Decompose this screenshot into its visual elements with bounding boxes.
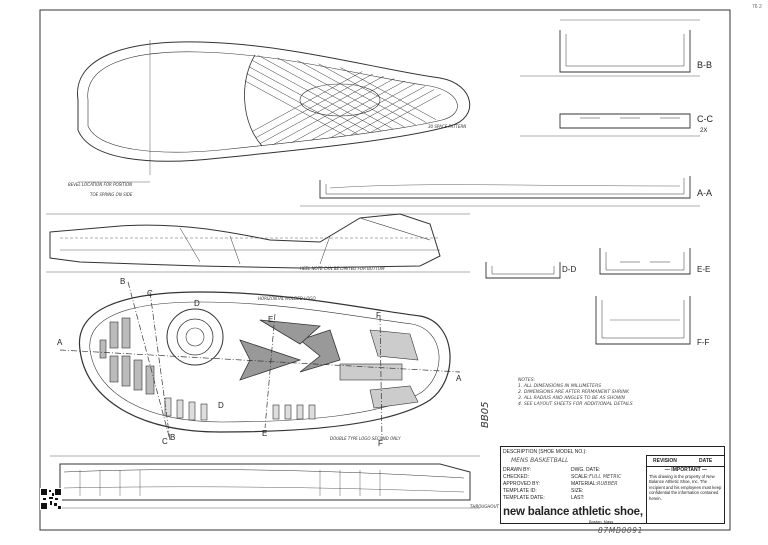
approved-by-label: APPROVED BY: bbox=[503, 481, 540, 487]
notes-line: 2. DIMENSIONS ARE AFTER PERMANENT SHRINK bbox=[518, 390, 629, 395]
marker-a-right: A bbox=[456, 374, 462, 383]
scale-label: SCALE: bbox=[571, 474, 589, 480]
checked-label: CHECKED: bbox=[503, 474, 529, 480]
template-date-label: TEMPLATE DATE: bbox=[503, 495, 545, 501]
section-cc-drawing bbox=[520, 113, 700, 137]
section-cc-scale: 2X bbox=[700, 128, 707, 134]
pattern-note: 30 SPACE PATTERN bbox=[428, 124, 466, 129]
notes-line: 1. ALL DIMENSIONS IN MILLIMETERS bbox=[518, 384, 602, 389]
toe-spring-note: TOE SPRING ON SIDE bbox=[90, 192, 133, 197]
notes-line: 3. ALL RADIUS AND ANGLES TO BE AS SHOWN bbox=[518, 396, 625, 401]
material-value: RUBBER bbox=[597, 481, 618, 487]
marker-b-top: B bbox=[120, 277, 125, 286]
confidentiality-notice: — IMPORTANT — This drawing is the proper… bbox=[649, 467, 723, 502]
top-view-outline bbox=[77, 40, 471, 183]
page-corner-mark: 76 2 bbox=[752, 4, 762, 10]
section-ee-label: E-E bbox=[697, 265, 710, 274]
marker-f-bottom: F bbox=[378, 439, 383, 448]
company-location: Boston, Mass bbox=[589, 519, 614, 524]
dwg-date-label: DWG. DATE: bbox=[571, 467, 601, 473]
section-dd-label: D-D bbox=[562, 265, 576, 274]
section-ee-drawing bbox=[599, 248, 691, 275]
important-title: — IMPORTANT — bbox=[664, 467, 708, 473]
qr-code-icon bbox=[40, 488, 62, 510]
description-label: DESCRIPTION (SHOE MODEL NO.): bbox=[503, 449, 587, 455]
drawing-number: 87MB0091 bbox=[598, 526, 644, 535]
marker-a-left: A bbox=[57, 338, 63, 347]
section-bb-drawing bbox=[520, 19, 700, 77]
marker-b-bottom: B bbox=[170, 433, 175, 442]
marker-c-bottom: C bbox=[162, 437, 168, 446]
drawn-by-label: DRAWN BY: bbox=[503, 467, 531, 473]
revision-header: REVISION DATE bbox=[647, 456, 724, 467]
important-text: This drawing is the property of New Bala… bbox=[649, 473, 722, 501]
last-label: LAST: bbox=[571, 495, 585, 501]
company-brand: new balance athletic shoe, inc. bbox=[503, 506, 665, 518]
tread-note: THROUGHOUT bbox=[470, 504, 499, 509]
outsole-bottom-view bbox=[59, 281, 461, 441]
revision-block: REVISION DATE — IMPORTANT — This drawing… bbox=[646, 455, 725, 524]
scale-value: FULL METRIC bbox=[589, 474, 622, 480]
marker-d-top: D bbox=[194, 299, 200, 308]
notes-title: NOTES: bbox=[518, 378, 536, 383]
size-label: SIZE: bbox=[571, 488, 584, 494]
lower-side-view bbox=[50, 455, 480, 509]
outsole-section-markers: A A B B C C D D E E F F bbox=[57, 277, 462, 448]
date-label: DATE bbox=[699, 458, 713, 464]
description-value: MENS BASKETBALL bbox=[511, 457, 569, 464]
medial-note: HORIZONTAL MOLDED LOGO bbox=[258, 296, 316, 301]
marker-d-bottom: D bbox=[218, 401, 224, 410]
side-profile-view bbox=[46, 213, 470, 273]
revision-label: REVISION bbox=[653, 458, 677, 464]
section-bb-label: B-B bbox=[697, 60, 712, 70]
heel-position-note: BEVEL LOCATION FOR POSITION bbox=[68, 182, 132, 187]
notes-line: 4. SEE LAYOUT SHEETS FOR ADDITIONAL DETA… bbox=[518, 402, 633, 407]
marker-c-top: C bbox=[147, 289, 153, 298]
section-dd-drawing bbox=[485, 262, 561, 279]
marker-e-bottom: E bbox=[262, 429, 267, 438]
section-ff-drawing bbox=[595, 296, 691, 345]
side-annotation: BB05 bbox=[480, 402, 491, 428]
section-aa-drawing bbox=[300, 176, 700, 207]
heel-note: HEEL NOTE CAN BE LIMITED FOR BOTTOM bbox=[300, 266, 385, 271]
notes-block: NOTES: 1. ALL DIMENSIONS IN MILLIMETERS … bbox=[518, 378, 668, 408]
section-cc-label: C-C bbox=[697, 114, 713, 124]
lateral-note: DOUBLE TYPE LOGO SECOND ONLY bbox=[330, 436, 401, 441]
template-id-label: TEMPLATE ID: bbox=[503, 488, 537, 494]
section-ff-label: F-F bbox=[697, 338, 710, 347]
material-label: MATERIAL: bbox=[571, 481, 598, 487]
marker-f-top: F bbox=[376, 311, 381, 320]
marker-e-top: E bbox=[268, 315, 273, 324]
section-aa-label: A-A bbox=[697, 188, 712, 198]
